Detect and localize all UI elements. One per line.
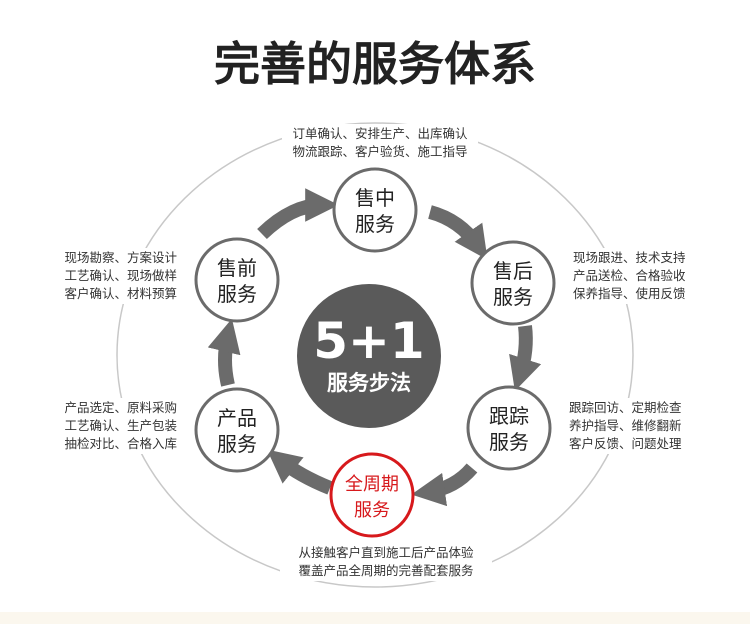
node-label-line1: 跟踪 bbox=[489, 404, 529, 428]
node-label-line2: 服务 bbox=[354, 500, 390, 521]
node-follow-up: 跟踪 服务 bbox=[466, 385, 552, 471]
desc-line: 现场勘察、方案设计 bbox=[64, 250, 177, 265]
node-label-line2: 服务 bbox=[355, 212, 395, 236]
node-label-line1: 售后 bbox=[493, 259, 533, 283]
desc-line: 从接触客户直到施工后产品体验 bbox=[298, 545, 474, 560]
node-pre-sales: 售前 服务 bbox=[194, 237, 280, 323]
cycle-arrows bbox=[207, 188, 542, 507]
node-full-cycle: 全周期 服务 bbox=[329, 452, 415, 538]
desc-top: 订单确认、安排生产、出库确认 物流跟踪、客户验货、施工指导 bbox=[282, 124, 478, 162]
arrow-full-to-product bbox=[266, 449, 333, 495]
page-title: 完善的服务体系 bbox=[214, 37, 536, 91]
arrow-follow-to-full bbox=[411, 463, 478, 507]
node-label-line1: 售前 bbox=[217, 256, 257, 280]
desc-left-lower: 产品选定、原料采购 工艺确认、生产包装 抽检对比、合格入库 bbox=[50, 398, 180, 454]
node-label-line2: 服务 bbox=[489, 430, 529, 454]
desc-right-lower: 跟踪回访、定期检查 养护指导、维修翻新 客户反馈、问题处理 bbox=[566, 398, 700, 454]
desc-line: 工艺确认、生产包装 bbox=[64, 418, 177, 433]
node-sales-mid: 售中 服务 bbox=[332, 167, 418, 253]
desc-line: 养护指导、维修翻新 bbox=[569, 418, 682, 433]
outer-ring bbox=[116, 122, 634, 588]
center-hub: 5+1 服务步法 bbox=[297, 284, 441, 428]
desc-line: 物流跟踪、客户验货、施工指导 bbox=[292, 144, 467, 159]
desc-line: 跟踪回访、定期检查 bbox=[569, 400, 682, 415]
desc-line: 产品选定、原料采购 bbox=[64, 400, 177, 415]
desc-line: 工艺确认、现场做样 bbox=[64, 268, 177, 283]
desc-right-upper: 现场跟进、技术支持 产品送检、合格验收 保养指导、使用反馈 bbox=[570, 248, 700, 304]
node-label-line2: 服务 bbox=[493, 285, 533, 309]
arrow-after-to-follow bbox=[509, 325, 542, 392]
bottom-strip bbox=[0, 612, 750, 624]
desc-line: 客户反馈、问题处理 bbox=[569, 436, 682, 451]
center-sub-label: 服务步法 bbox=[327, 371, 411, 395]
desc-line: 现场跟进、技术支持 bbox=[573, 250, 686, 265]
arrow-mid-to-after bbox=[427, 205, 488, 260]
desc-line: 保养指导、使用反馈 bbox=[573, 286, 686, 301]
desc-line: 客户确认、材料预算 bbox=[64, 286, 177, 301]
arrow-product-to-pre bbox=[207, 318, 241, 387]
desc-line: 产品送检、合格验收 bbox=[573, 268, 686, 283]
desc-left-upper: 现场勘察、方案设计 工艺确认、现场做样 客户确认、材料预算 bbox=[50, 248, 180, 304]
desc-line: 订单确认、安排生产、出库确认 bbox=[292, 126, 468, 141]
node-after-sales: 售后 服务 bbox=[470, 240, 556, 326]
node-label-line2: 服务 bbox=[217, 282, 257, 306]
node-label-line1: 全周期 bbox=[345, 474, 399, 495]
desc-line: 覆盖产品全周期的完善配套服务 bbox=[298, 563, 473, 578]
node-label-line1: 售中 bbox=[355, 186, 395, 210]
arrow-pre-to-mid bbox=[257, 188, 339, 240]
node-label-line2: 服务 bbox=[217, 432, 257, 456]
desc-bottom: 从接触客户直到施工后产品体验 覆盖产品全周期的完善配套服务 bbox=[280, 543, 492, 581]
node-label-line1: 产品 bbox=[217, 406, 257, 430]
desc-line: 抽检对比、合格入库 bbox=[64, 436, 177, 451]
center-big-label: 5+1 bbox=[313, 312, 424, 370]
node-product: 产品 服务 bbox=[194, 387, 280, 473]
